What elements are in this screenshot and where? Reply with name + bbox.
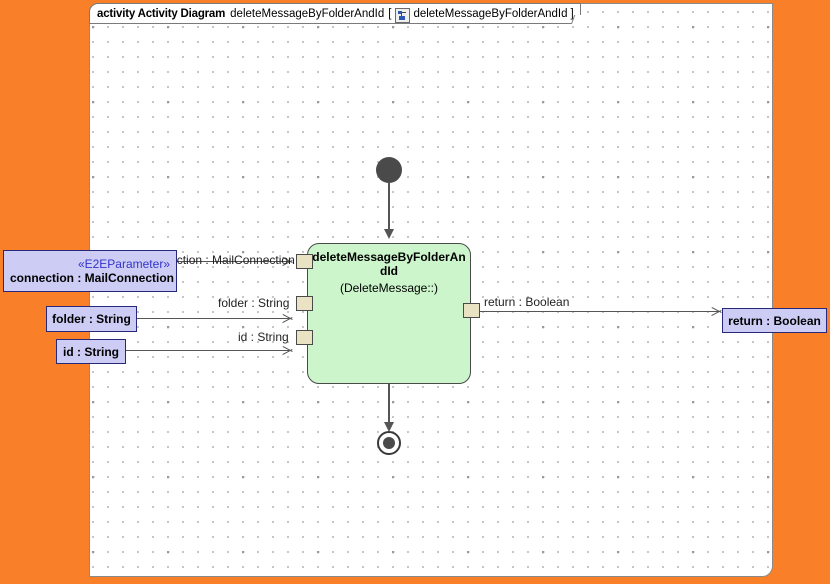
diagram-frame	[89, 3, 773, 577]
input-parameter-connection-label: connection : MailConnection	[10, 271, 174, 285]
output-parameter-return[interactable]: return : Boolean	[722, 308, 827, 333]
activity-diagram-icon	[395, 8, 411, 23]
edge-label-id: id : String	[238, 330, 289, 344]
activity-node-qualifier: (DeleteMessage::)	[339, 281, 439, 295]
input-pin-id[interactable]	[296, 330, 313, 345]
activity-node-title: deleteMessageByFolderAndId	[312, 250, 466, 278]
input-parameter-folder[interactable]: folder : String	[46, 306, 137, 332]
arrow-initial-to-activity	[383, 229, 394, 239]
output-parameter-return-label: return : Boolean	[728, 313, 821, 328]
input-parameter-id[interactable]: id : String	[56, 339, 126, 364]
arrow-folder-to-pin	[283, 313, 293, 324]
input-parameter-folder-label: folder : String	[52, 312, 131, 326]
frame-header[interactable]: activity Activity Diagram deleteMessageB…	[89, 3, 584, 24]
input-parameter-connection-stereotype: «E2EParameter»	[77, 257, 170, 271]
frame-header-bracket-close: ]	[570, 7, 574, 20]
input-parameter-id-label: id : String	[63, 344, 119, 359]
arrow-id-to-pin	[283, 345, 293, 356]
activity-node-deletemessagebyfolderandid[interactable]: deleteMessageByFolderAndId (DeleteMessag…	[307, 243, 471, 384]
arrow-return-to-parameter	[712, 306, 722, 317]
frame-header-diagram-name: deleteMessageByFolderAndId	[230, 7, 385, 20]
edge-initial-to-activity	[388, 183, 390, 231]
edge-id-to-pin	[126, 350, 289, 352]
initial-node[interactable]	[376, 157, 402, 183]
edge-label-connection: connection : MailConnection	[144, 253, 295, 267]
edge-connection-to-pin	[177, 261, 289, 263]
input-parameter-connection[interactable]: «E2EParameter» connection : MailConnecti…	[3, 250, 177, 292]
frame-header-bracket-open: [	[388, 7, 392, 20]
final-node-inner	[383, 437, 395, 449]
frame-header-element-name: deleteMessageByFolderAndId	[413, 7, 568, 20]
edge-return-to-parameter	[480, 311, 720, 313]
edge-activity-to-final	[388, 384, 390, 426]
frame-header-keyword: activity Activity Diagram	[97, 7, 226, 20]
arrow-activity-to-final	[383, 422, 394, 432]
edge-folder-to-pin	[137, 318, 289, 320]
input-pin-folder[interactable]	[296, 296, 313, 311]
activity-final-node[interactable]	[377, 431, 401, 455]
output-pin-return[interactable]	[463, 303, 480, 318]
edge-label-return: return : Boolean	[484, 295, 570, 309]
input-pin-connection[interactable]	[296, 254, 313, 269]
edge-label-folder: folder : String	[218, 296, 290, 310]
